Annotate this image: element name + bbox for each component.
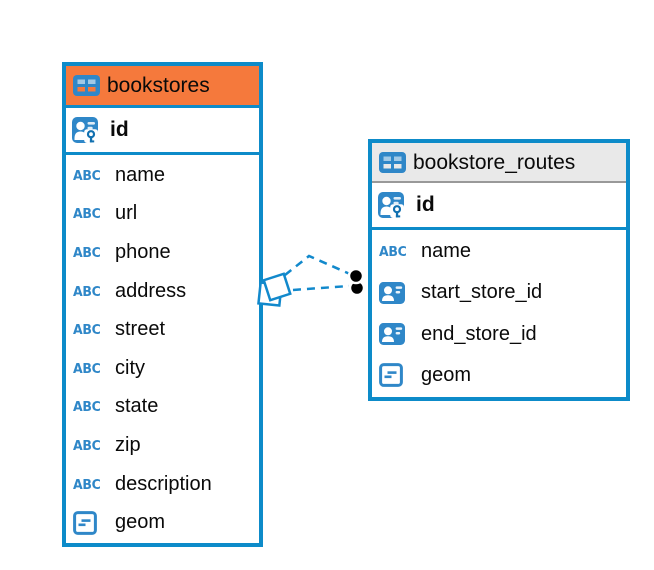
primary-key-icon: [378, 192, 404, 218]
column-label: phone: [115, 240, 171, 263]
column-label: address: [115, 279, 187, 302]
column-row[interactable]: ABC name: [372, 231, 626, 272]
column-label: id: [416, 193, 435, 216]
primary-key-icon: [72, 117, 98, 143]
relationship-connector[interactable]: [284, 254, 351, 292]
column-row[interactable]: geom: [66, 503, 259, 542]
column-row[interactable]: ABC phone: [66, 233, 259, 272]
table-title: bookstores: [107, 74, 210, 97]
text-type-icon: ABC: [73, 437, 101, 454]
column-label: street: [115, 318, 166, 341]
text-type-icon: ABC: [73, 360, 101, 377]
column-row-pk[interactable]: id: [66, 108, 259, 155]
geometry-type-icon: [73, 511, 97, 535]
text-type-icon: ABC: [73, 244, 101, 261]
column-label: url: [115, 202, 138, 225]
relationship-line-upper: [284, 254, 351, 276]
column-row-pk[interactable]: id: [372, 183, 626, 230]
relationship-line-lower: [292, 284, 350, 292]
table-icon: [379, 152, 406, 173]
text-type-icon: ABC: [73, 321, 101, 338]
column-list: ABC name start_store_id end_store_id geo…: [372, 230, 626, 397]
relationship-target-marker[interactable]: [347, 267, 366, 297]
column-row[interactable]: geom: [372, 355, 626, 396]
column-list: ABC name ABC url ABC phone ABC address A…: [66, 155, 259, 543]
table-title: bookstore_routes: [413, 150, 576, 174]
column-label: geom: [421, 363, 472, 386]
column-row[interactable]: ABC description: [66, 465, 259, 504]
column-row[interactable]: end_store_id: [372, 314, 626, 355]
column-label: name: [421, 240, 472, 263]
column-label: city: [115, 356, 145, 379]
table-bookstores[interactable]: bookstores id ABC name ABC url ABC phone…: [62, 62, 263, 547]
text-type-icon: ABC: [73, 476, 101, 492]
text-type-icon: ABC: [73, 398, 101, 415]
column-label: name: [115, 163, 166, 186]
column-row[interactable]: ABC state: [66, 388, 259, 427]
relationship-source-marker[interactable]: [257, 272, 292, 307]
reference-type-icon: [379, 323, 405, 345]
table-bookstores-header[interactable]: bookstores: [66, 66, 259, 108]
table-bookstore-routes-header[interactable]: bookstore_routes: [372, 143, 626, 183]
reference-type-icon: [379, 282, 405, 304]
column-label: zip: [115, 433, 141, 456]
table-icon: [73, 75, 100, 96]
text-type-icon: ABC: [379, 243, 407, 260]
column-label: id: [110, 118, 129, 141]
geometry-type-icon: [379, 363, 403, 387]
column-label: start_store_id: [421, 281, 543, 304]
column-row[interactable]: ABC name: [66, 156, 259, 195]
column-label: end_store_id: [421, 322, 537, 345]
column-label: description: [115, 472, 212, 495]
column-row[interactable]: start_store_id: [372, 272, 626, 313]
column-label: state: [115, 395, 159, 418]
column-row[interactable]: ABC url: [66, 195, 259, 234]
column-label: geom: [115, 511, 166, 534]
column-row[interactable]: ABC street: [66, 310, 259, 349]
table-bookstore-routes[interactable]: bookstore_routes id ABC name start_store…: [368, 139, 630, 401]
text-type-icon: ABC: [73, 206, 101, 222]
column-row[interactable]: ABC city: [66, 349, 259, 388]
text-type-icon: ABC: [73, 283, 101, 299]
text-type-icon: ABC: [73, 167, 101, 184]
column-row[interactable]: ABC address: [66, 272, 259, 311]
column-row[interactable]: ABC zip: [66, 426, 259, 465]
